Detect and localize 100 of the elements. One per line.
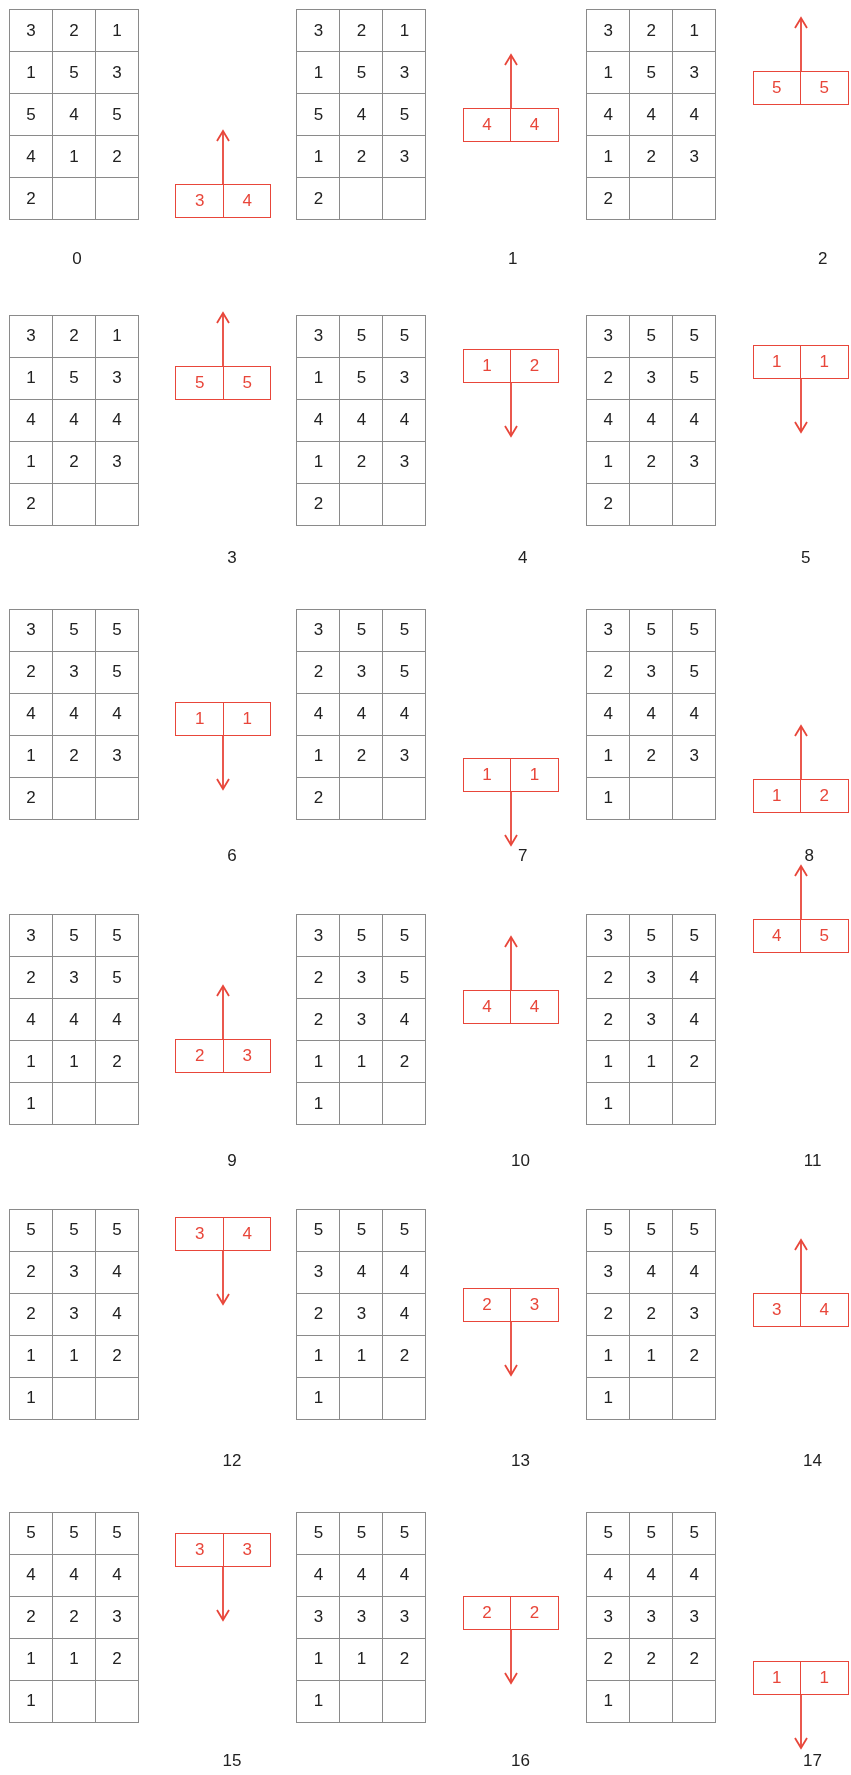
- grid-cell: 3: [630, 651, 674, 694]
- grid-cell: 3: [297, 915, 341, 958]
- grid-cell: 1: [587, 1335, 631, 1378]
- grid-cell: 3: [53, 957, 97, 1000]
- grid-cell: 3: [587, 1251, 631, 1294]
- grid-cell: 4: [53, 94, 97, 137]
- grid-cell: 3: [297, 609, 341, 652]
- grid-cell: 2: [383, 1638, 427, 1681]
- grid-cell: 5: [340, 915, 384, 958]
- grid-cell: 4: [383, 1251, 427, 1294]
- domino-number: 2: [481, 1293, 493, 1316]
- grid-cell: 4: [383, 1554, 427, 1597]
- panel-number: 6: [227, 846, 237, 867]
- grid-cell: 3: [383, 52, 427, 95]
- domino-number: 3: [222, 1039, 271, 1072]
- grid-cell: 1: [340, 1041, 384, 1084]
- grid-cell: 2: [10, 1293, 54, 1336]
- domino-number: 4: [771, 924, 783, 947]
- grid-cell: 3: [673, 136, 717, 179]
- grid-cell: 5: [297, 94, 341, 137]
- grid-cell: 5: [383, 1512, 427, 1555]
- grid-cell: 3: [383, 1596, 427, 1639]
- grid-cell: 3: [297, 1596, 341, 1639]
- domino-number: 1: [771, 1667, 783, 1690]
- grid-cell: 4: [96, 999, 140, 1042]
- grid-cell: 5: [96, 957, 140, 1000]
- domino-tile: [462, 348, 559, 383]
- grid-cell: 4: [297, 693, 341, 736]
- grid-cell: 1: [587, 1680, 631, 1723]
- grid-cell: 2: [297, 957, 341, 1000]
- grid-cell: 2: [383, 1335, 427, 1378]
- grid-cell: 5: [383, 94, 427, 137]
- grid-cell: 4: [630, 693, 674, 736]
- grid-cell: 1: [10, 52, 54, 95]
- grid-cell: 2: [587, 357, 631, 400]
- grid-cell: 4: [587, 1554, 631, 1597]
- panel-number: 3: [227, 547, 237, 568]
- grid-cell: 5: [340, 1512, 384, 1555]
- grid-cell: 5: [10, 1209, 54, 1252]
- grid-cell: 2: [587, 999, 631, 1042]
- grid-cell: 3: [340, 999, 384, 1042]
- grid-cell: 2: [340, 136, 384, 179]
- grid-cell: 2: [383, 1041, 427, 1084]
- grid-cell: 4: [53, 693, 97, 736]
- grid-cell: 1: [297, 1335, 341, 1378]
- grid-cell: 3: [587, 315, 631, 358]
- grid-cell: 5: [53, 1512, 97, 1555]
- grid-cell: 5: [383, 315, 427, 358]
- grid-cell: 5: [96, 609, 140, 652]
- grid-cell: 5: [630, 315, 674, 358]
- panel-number: 8: [804, 846, 814, 867]
- domino-number: 1: [481, 764, 493, 787]
- grid-cell: 5: [340, 357, 384, 400]
- grid-cell: 5: [297, 1512, 341, 1555]
- grid-cell: 4: [96, 1293, 140, 1336]
- grid-cell: 2: [630, 10, 674, 53]
- grid-cell: 4: [673, 1251, 717, 1294]
- grid-cell: 3: [340, 1596, 384, 1639]
- grid-cell: 4: [10, 399, 54, 442]
- panel-number: 16: [511, 1750, 530, 1771]
- domino-tile: [752, 345, 849, 380]
- grid-cell: 2: [53, 1596, 97, 1639]
- grid-cell: 2: [10, 1251, 54, 1294]
- domino-tile: [175, 184, 272, 219]
- grid-cell: 5: [630, 52, 674, 95]
- grid-cell: 5: [53, 915, 97, 958]
- domino-number: 3: [193, 190, 206, 213]
- grid-cell: 5: [383, 915, 427, 958]
- grid-cell: 1: [10, 441, 54, 484]
- domino-number: 4: [800, 1294, 848, 1327]
- grid-cell: 5: [340, 609, 384, 652]
- domino-number: 2: [481, 1601, 493, 1624]
- domino-tile: [175, 1038, 272, 1073]
- domino-number: 3: [193, 1222, 206, 1245]
- grid-cell: 5: [630, 915, 674, 958]
- grid-cell: 1: [10, 1680, 54, 1723]
- grid-cell: 5: [96, 1512, 140, 1555]
- grid-cell: 1: [587, 735, 631, 778]
- grid-cell: 1: [340, 1335, 384, 1378]
- grid-cell: 3: [587, 1596, 631, 1639]
- grid-cell: 5: [673, 915, 717, 958]
- grid-cell: 1: [10, 735, 54, 778]
- domino-tile: [752, 71, 849, 106]
- domino-number: 1: [222, 702, 271, 735]
- grid-cell: 4: [630, 399, 674, 442]
- grid-cell: 5: [53, 1209, 97, 1252]
- grid-cell: 4: [587, 399, 631, 442]
- grid-cell: 3: [630, 357, 674, 400]
- domino-number: 3: [510, 1288, 558, 1321]
- grid-cell: 1: [297, 735, 341, 778]
- grid-cell: 1: [53, 136, 97, 179]
- domino-tile: [175, 701, 272, 736]
- panel-number: 7: [518, 846, 528, 867]
- domino-number: 2: [510, 349, 558, 382]
- grid-cell: 4: [53, 399, 97, 442]
- grid-cell: 4: [10, 136, 54, 179]
- grid-cell: 4: [10, 999, 54, 1042]
- grid-cell: 3: [10, 609, 54, 652]
- grid-cell: 5: [587, 1209, 631, 1252]
- domino-tile: [752, 1661, 849, 1696]
